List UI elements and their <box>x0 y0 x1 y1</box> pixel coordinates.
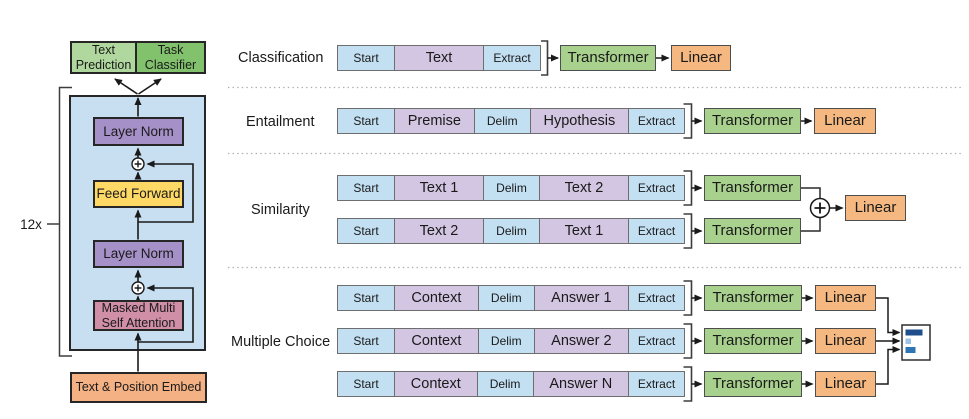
token-delim: Delim <box>483 176 539 200</box>
text-prediction-line1: Text <box>92 42 115 57</box>
token-answerN: Answer N <box>532 372 628 396</box>
token-delim: Delim <box>477 286 534 310</box>
multiple-choice-merge-lines <box>875 297 901 385</box>
task-label-multiple-choice: Multiple Choice <box>231 333 331 350</box>
token-extract: Extract <box>483 46 540 70</box>
text-position-embed-box: Text & Position Embed <box>70 372 207 403</box>
token-start: Start <box>338 372 394 396</box>
task-classifier-line2: Classifier <box>144 57 197 72</box>
token-start: Start <box>338 219 394 243</box>
answer-distribution-icon <box>901 324 931 361</box>
token-delim: Delim <box>477 329 534 353</box>
token-start: Start <box>338 329 394 353</box>
task-classifier-box: Task Classifier <box>135 41 206 74</box>
similarity-transformer-a-box: Transformer <box>704 175 801 201</box>
token-start: Start <box>338 176 394 200</box>
token-text1: Text 1 <box>539 219 628 243</box>
entailment-token-strip: Start Premise Delim Hypothesis Extract <box>337 108 685 134</box>
entailment-linear-box: Linear <box>814 108 876 134</box>
similarity-linear-box: Linear <box>845 195 906 221</box>
multiple-choice-token-strip-2: Start Context Delim Answer 2 Extract <box>337 328 685 354</box>
token-extract: Extract <box>628 286 684 310</box>
token-text2: Text 2 <box>394 219 483 243</box>
attention-line2: Self Attention <box>101 315 176 330</box>
token-answer2: Answer 2 <box>533 329 628 353</box>
token-context: Context <box>394 372 477 396</box>
token-extract: Extract <box>628 329 684 353</box>
text-prediction-box: Text Prediction <box>70 41 137 74</box>
repeat-count-label: 12x <box>20 217 42 232</box>
classification-transformer-box: Transformer <box>560 45 656 71</box>
token-extract: Extract <box>628 176 684 200</box>
token-extract: Extract <box>628 219 684 243</box>
token-extract: Extract <box>628 109 685 133</box>
classification-linear-box: Linear <box>671 45 731 71</box>
token-start: Start <box>338 286 394 310</box>
entailment-transformer-box: Transformer <box>704 108 801 134</box>
multiple-choice-linear-1-box: Linear <box>815 285 876 311</box>
multiple-choice-transformer-3-box: Transformer <box>704 371 802 397</box>
classification-token-strip: Start Text Extract <box>337 45 541 71</box>
similarity-token-strip-a: Start Text 1 Delim Text 2 Extract <box>337 175 685 201</box>
token-hypothesis: Hypothesis <box>529 109 629 133</box>
task-label-similarity: Similarity <box>251 201 310 218</box>
multiple-choice-linear-2-box: Linear <box>815 328 876 354</box>
text-prediction-line2: Prediction <box>75 57 132 72</box>
token-delim: Delim <box>483 219 539 243</box>
token-answer1: Answer 1 <box>533 286 628 310</box>
token-start: Start <box>338 109 394 133</box>
token-text1: Text 1 <box>394 176 483 200</box>
feed-forward-box: Feed Forward <box>93 180 184 208</box>
similarity-merge-lines <box>801 187 844 232</box>
token-extract: Extract <box>628 372 684 396</box>
token-text2: Text 2 <box>539 176 628 200</box>
attention-line1: Masked Multi <box>101 300 176 315</box>
task-label-classification: Classification <box>238 49 324 66</box>
token-text: Text <box>394 46 483 70</box>
similarity-token-strip-b: Start Text 2 Delim Text 1 Extract <box>337 218 685 244</box>
similarity-transformer-b-box: Transformer <box>704 218 801 244</box>
token-delim: Delim <box>476 372 533 396</box>
token-context: Context <box>394 329 478 353</box>
task-label-entailment: Entailment <box>246 113 315 130</box>
task-classifier-line1: Task <box>157 42 184 57</box>
masked-multi-self-attention-box: Masked Multi Self Attention <box>93 300 184 331</box>
token-context: Context <box>394 286 478 310</box>
multiple-choice-token-strip-1: Start Context Delim Answer 1 Extract <box>337 285 685 311</box>
token-start: Start <box>338 46 394 70</box>
multiple-choice-token-strip-3: Start Context Delim Answer N Extract <box>337 371 685 397</box>
token-delim: Delim <box>473 109 530 133</box>
layer-norm-bottom-box: Layer Norm <box>93 240 184 268</box>
multiple-choice-transformer-2-box: Transformer <box>704 328 802 354</box>
token-premise: Premise <box>394 109 474 133</box>
layer-norm-top-box: Layer Norm <box>93 117 184 146</box>
multiple-choice-linear-3-box: Linear <box>815 371 876 397</box>
multiple-choice-transformer-1-box: Transformer <box>704 285 802 311</box>
plus-icon-similarity <box>809 197 831 219</box>
